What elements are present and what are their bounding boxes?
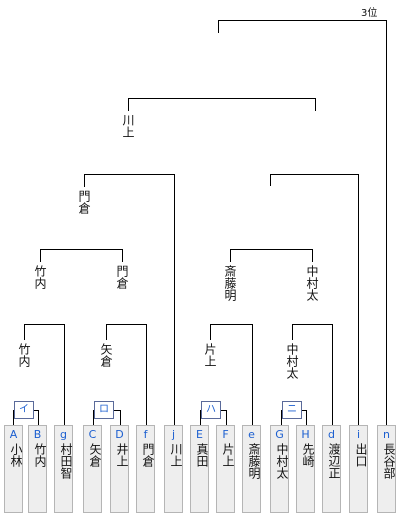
bracket-line-left-a [24,324,65,425]
winner-r3-left: 門倉 [77,190,91,214]
winner-r1-right-1: 片上 [203,343,217,367]
player-name: 出口 [354,443,368,467]
player-name: 中村太 [275,443,289,479]
player-name: 片上 [221,443,235,467]
bracket-line-final [128,98,316,111]
player-code: e [248,428,255,441]
bracket-line-right-b [292,324,333,425]
seed-mark-ro: ロ [94,401,114,419]
player-name: 井上 [115,443,129,467]
player-code: j [171,428,176,441]
player-code: G [275,428,284,441]
player-code: i [356,428,361,441]
bracket-line-right-mid [230,249,313,262]
player-code: H [301,428,310,441]
bracket-line-top [218,20,387,425]
third-place-label: 3位 [361,8,378,19]
player-name: 川上 [169,443,183,467]
player-name: 長谷部 [382,443,396,479]
player-code: B [33,428,42,441]
seed-mark-ha: ハ [201,401,221,419]
player-name: 渡辺正 [327,443,341,479]
player-name: 竹内 [33,443,47,467]
player-code: F [222,428,229,441]
bracket-line-right-a [210,324,253,425]
player-code: E [196,428,203,441]
player-code: g [60,428,67,441]
winner-r1-right-2: 中村太 [285,343,299,379]
winner-r2-right-1: 斎藤明 [223,265,237,301]
bracket-line-right-upper [270,174,359,425]
player-name: 先崎 [301,443,315,467]
player-code: f [143,428,148,441]
player-name: 矢倉 [88,443,102,467]
winner-final: 川上 [121,114,135,138]
player-code: A [9,428,18,441]
winner-r2-right-2: 中村太 [305,265,319,301]
seed-mark-ni: ニ [282,401,302,419]
player-name: 門倉 [141,443,155,467]
player-name: 村田智 [59,443,73,479]
bracket-line-left-upper [84,174,175,425]
winner-r2-left-1: 竹内 [33,265,47,289]
player-code: n [383,428,390,441]
player-name: 小林 [9,443,23,467]
player-code: C [88,428,97,441]
seed-mark-i: イ [14,401,34,419]
winner-r1-left-1: 竹内 [17,343,31,367]
bracket-line-left-mid [40,249,123,262]
winner-r2-left-2: 門倉 [115,265,129,289]
player-name: 真田 [195,443,209,467]
player-code: d [328,428,335,441]
bracket-line-left-b [106,324,147,425]
winner-r1-left-2: 矢倉 [99,343,113,367]
player-code: D [115,428,124,441]
player-name: 斎藤明 [247,443,261,479]
